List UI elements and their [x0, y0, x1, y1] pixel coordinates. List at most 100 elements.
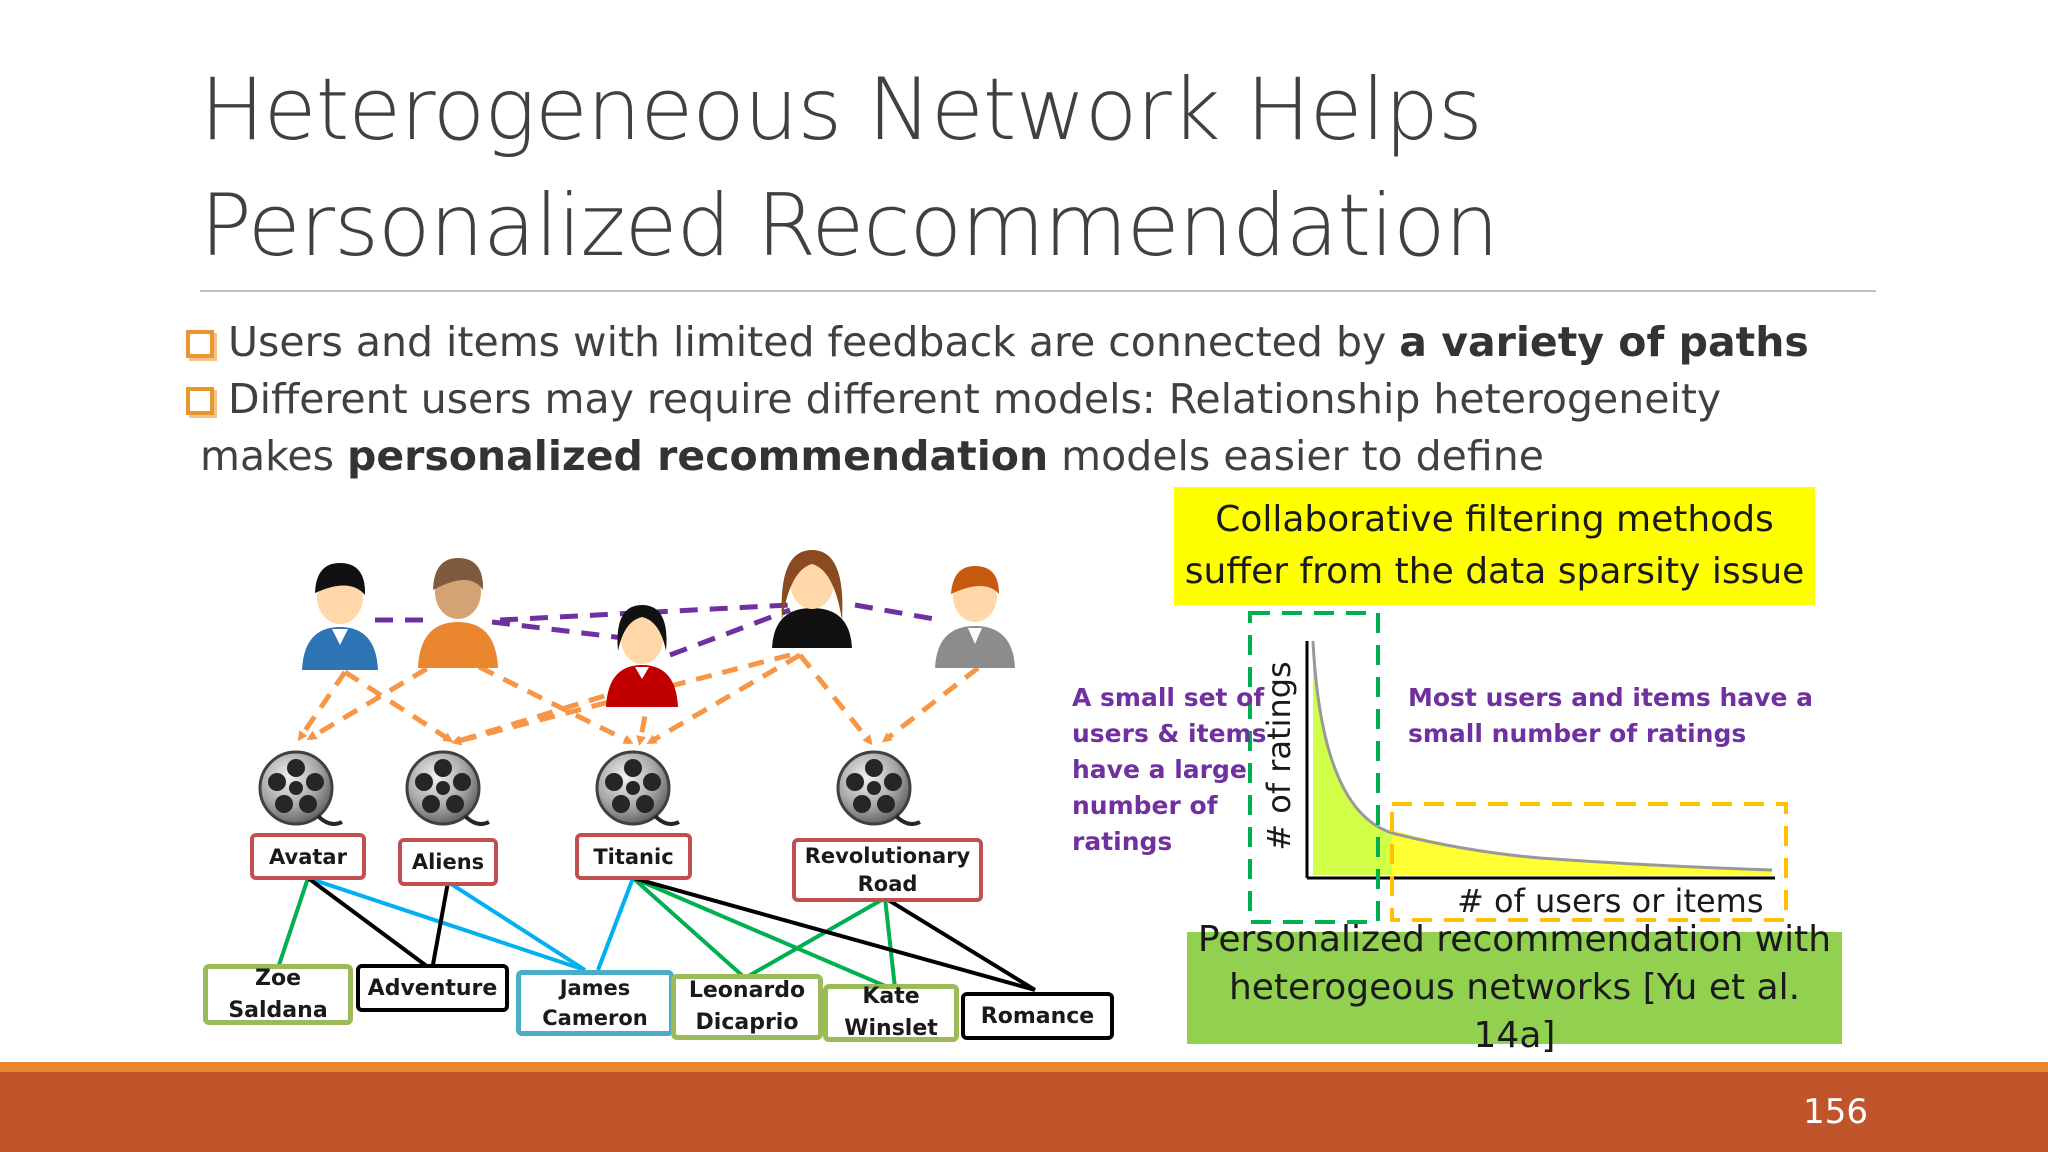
- genre-link: [306, 876, 434, 972]
- note-line: small number of ratings: [1408, 719, 1747, 748]
- director-label-line-2: Cameron: [542, 1006, 648, 1030]
- user-avatar-icon: [606, 605, 678, 707]
- genre-link: [632, 876, 1036, 992]
- tail-users-note: Most users and items have a small number…: [1408, 680, 1813, 752]
- head-highlight-box: [1248, 611, 1380, 924]
- genre-link: [430, 881, 450, 971]
- film-reel-icon: [836, 750, 921, 826]
- user-avatar-icon: [935, 566, 1015, 668]
- personalized-recommendation-callout: Personalized recommendation with heterog…: [1187, 919, 1842, 1056]
- bullet-list: Users and items with limited feedback ar…: [186, 314, 1886, 485]
- actor-link: [744, 896, 886, 980]
- actor-links: [276, 876, 897, 990]
- ratings-curve: [1311, 640, 1773, 872]
- actor-label-line-2: Winslet: [844, 1016, 938, 1041]
- actor-link: [276, 877, 310, 969]
- genre-node-romance: Romance: [961, 992, 1114, 1040]
- note-line: have a large: [1072, 755, 1247, 784]
- film-reel-icon: [258, 750, 343, 826]
- rating-link: [646, 652, 802, 745]
- rating-link: [297, 670, 348, 742]
- user-link: [669, 607, 791, 658]
- genre-link: [883, 896, 1037, 992]
- user-link: [499, 602, 791, 623]
- film-reel-icon: [405, 750, 490, 826]
- checkbox-bullet-icon: [186, 330, 214, 358]
- user-avatar-icon: [302, 563, 378, 670]
- rating-link: [881, 666, 980, 743]
- user-avatar-icon: [418, 558, 498, 668]
- bullet-2: Different users may require different mo…: [186, 371, 1886, 428]
- movie-label-line-2: Road: [857, 872, 918, 896]
- director-link: [446, 880, 587, 972]
- actor-label-line-2: Saldana: [228, 997, 328, 1023]
- footer-stripe: [0, 1062, 2048, 1072]
- actor-label-line-1: Leonardo: [688, 978, 806, 1003]
- movie-node-aliens: Aliens: [398, 838, 498, 886]
- rating-link: [306, 652, 452, 741]
- director-links: [307, 876, 635, 972]
- movie-label: Aliens: [411, 850, 485, 874]
- director-link: [307, 876, 586, 972]
- user-link: [854, 602, 941, 623]
- bullet-1-bold: a variety of paths: [1399, 318, 1809, 366]
- callout-line-2: suffer from the data sparsity issue: [1184, 551, 1805, 592]
- chart-x-axis-label: # of users or items: [1457, 882, 1764, 920]
- genre-node-adventure: Adventure: [356, 964, 509, 1012]
- actor-link: [632, 876, 891, 990]
- note-line: users & items: [1072, 719, 1267, 748]
- genre-label: Romance: [980, 1003, 1095, 1029]
- movie-label: Avatar: [269, 844, 347, 869]
- genre-links: [306, 876, 1037, 992]
- rating-link: [453, 652, 634, 745]
- callout-line-2: heterogeous networks [Yu et al. 14a]: [1228, 967, 1801, 1056]
- bullet-1-text: Users and items with limited feedback ar…: [228, 318, 1400, 366]
- bullet-2-continued: makes personalized recommendation models…: [186, 428, 1886, 485]
- sparsity-chart: [1248, 611, 1788, 924]
- actor-label-line-1: Zoe: [255, 965, 301, 991]
- callout-line-1: Personalized recommendation with: [1197, 919, 1832, 960]
- user-user-links: [375, 602, 941, 658]
- actor-link: [631, 876, 747, 980]
- movie-node-avatar: Avatar: [250, 833, 366, 880]
- note-line: A small set of: [1072, 683, 1265, 712]
- bullet-2-pre: makes: [200, 432, 347, 480]
- user-link: [491, 619, 641, 643]
- note-line: ratings: [1072, 827, 1173, 856]
- bullet-2-line-1: Different users may require different mo…: [228, 375, 1722, 423]
- note-line: number of: [1072, 791, 1218, 820]
- callout-line-1: Collaborative filtering methods: [1215, 499, 1774, 540]
- movie-label: Titanic: [593, 844, 674, 869]
- title-line-2: Personalized Recommendation: [200, 176, 1499, 276]
- genre-label: Adventure: [367, 975, 498, 1001]
- ratings-curve-area-tail: [1392, 830, 1772, 875]
- footer-bar: [0, 1062, 2048, 1152]
- slide-title: Heterogeneous Network Helps Personalized…: [200, 52, 1900, 284]
- tail-highlight-box: [1390, 802, 1788, 922]
- title-line-1: Heterogeneous Network Helps: [200, 60, 1483, 160]
- note-line: Most users and items have a: [1408, 683, 1814, 712]
- data-sparsity-callout: Collaborative filtering methods suffer f…: [1174, 487, 1815, 605]
- director-label-line-1: James: [559, 976, 631, 1000]
- rating-link: [343, 669, 454, 743]
- film-reel-icon: [595, 750, 680, 826]
- ratings-curve-area-head: [1313, 641, 1772, 875]
- bullet-1: Users and items with limited feedback ar…: [186, 314, 1886, 371]
- rating-link: [798, 653, 873, 746]
- title-divider: [200, 290, 1876, 292]
- bullet-2-post: models easier to define: [1048, 432, 1544, 480]
- movie-node-titanic: Titanic: [575, 833, 692, 880]
- rating-link: [451, 685, 631, 746]
- user-avatar-icon: [772, 550, 852, 648]
- director-link: [596, 877, 635, 971]
- movie-label-line-1: Revolutionary: [804, 844, 971, 868]
- actor-link: [883, 897, 897, 989]
- checkbox-bullet-icon: [186, 387, 214, 415]
- actor-label-line-1: Kate: [862, 984, 920, 1009]
